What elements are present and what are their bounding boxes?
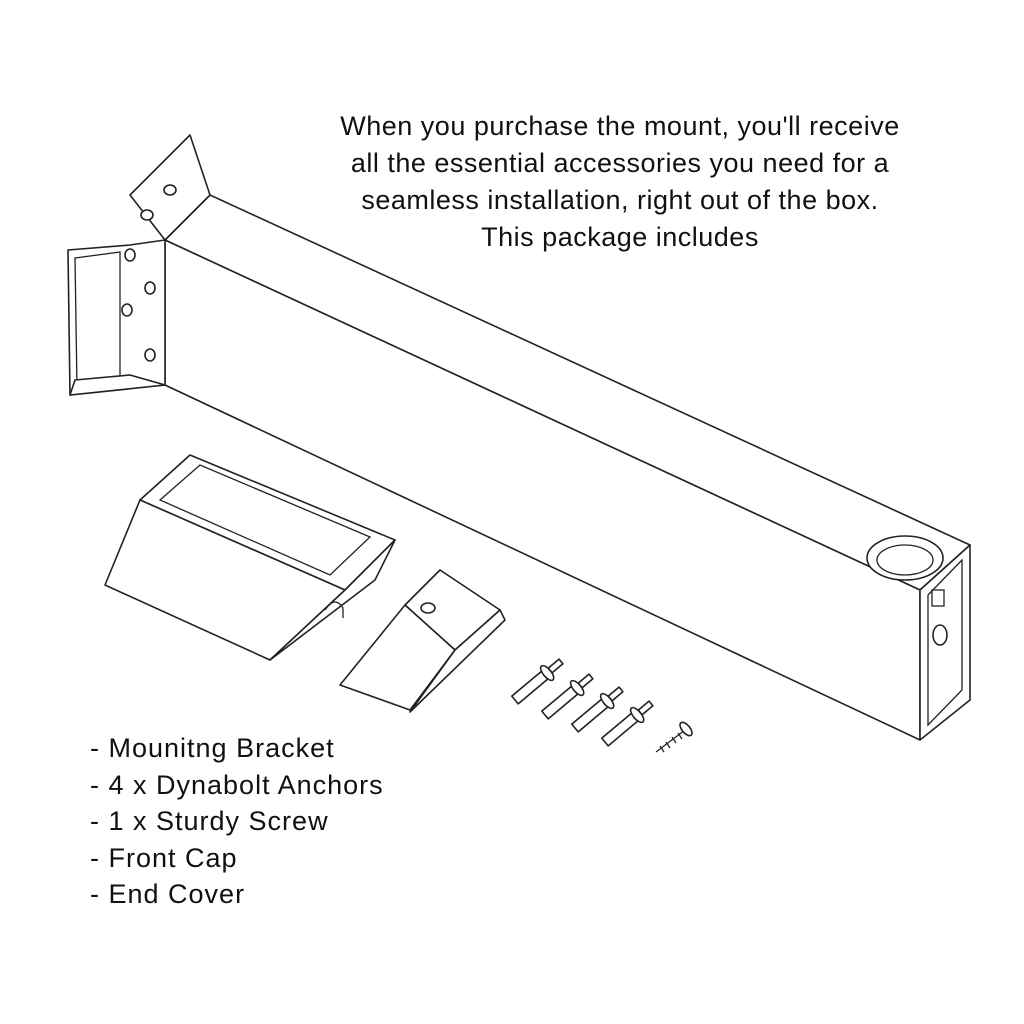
- list-item: - 4 x Dynabolt Anchors: [90, 769, 384, 800]
- intro-line: This package includes: [481, 222, 759, 252]
- list-item: - End Cover: [90, 879, 246, 909]
- screw-drawing: [655, 721, 693, 753]
- intro-line: seamless installation, right out of the …: [361, 185, 879, 215]
- dynabolt-anchors-drawing: [510, 658, 654, 747]
- end-cover-drawing: [339, 569, 506, 713]
- list-item: - Front Cap: [90, 842, 238, 873]
- package-intro-text: When you purchase the mount, you'll rece…: [270, 108, 970, 256]
- intro-line: all the essential accessories you need f…: [350, 148, 890, 178]
- package-contents-list: - Mounitng Bracket - 4 x Dynabolt Anchor…: [90, 730, 384, 913]
- list-item: - Mounitng Bracket: [90, 733, 335, 763]
- list-item: - 1 x Sturdy Screw: [90, 806, 329, 836]
- front-cap-drawing: [104, 454, 396, 661]
- intro-line: When you purchase the mount, you'll rece…: [340, 111, 900, 141]
- mounting-bracket-arm: [67, 134, 971, 741]
